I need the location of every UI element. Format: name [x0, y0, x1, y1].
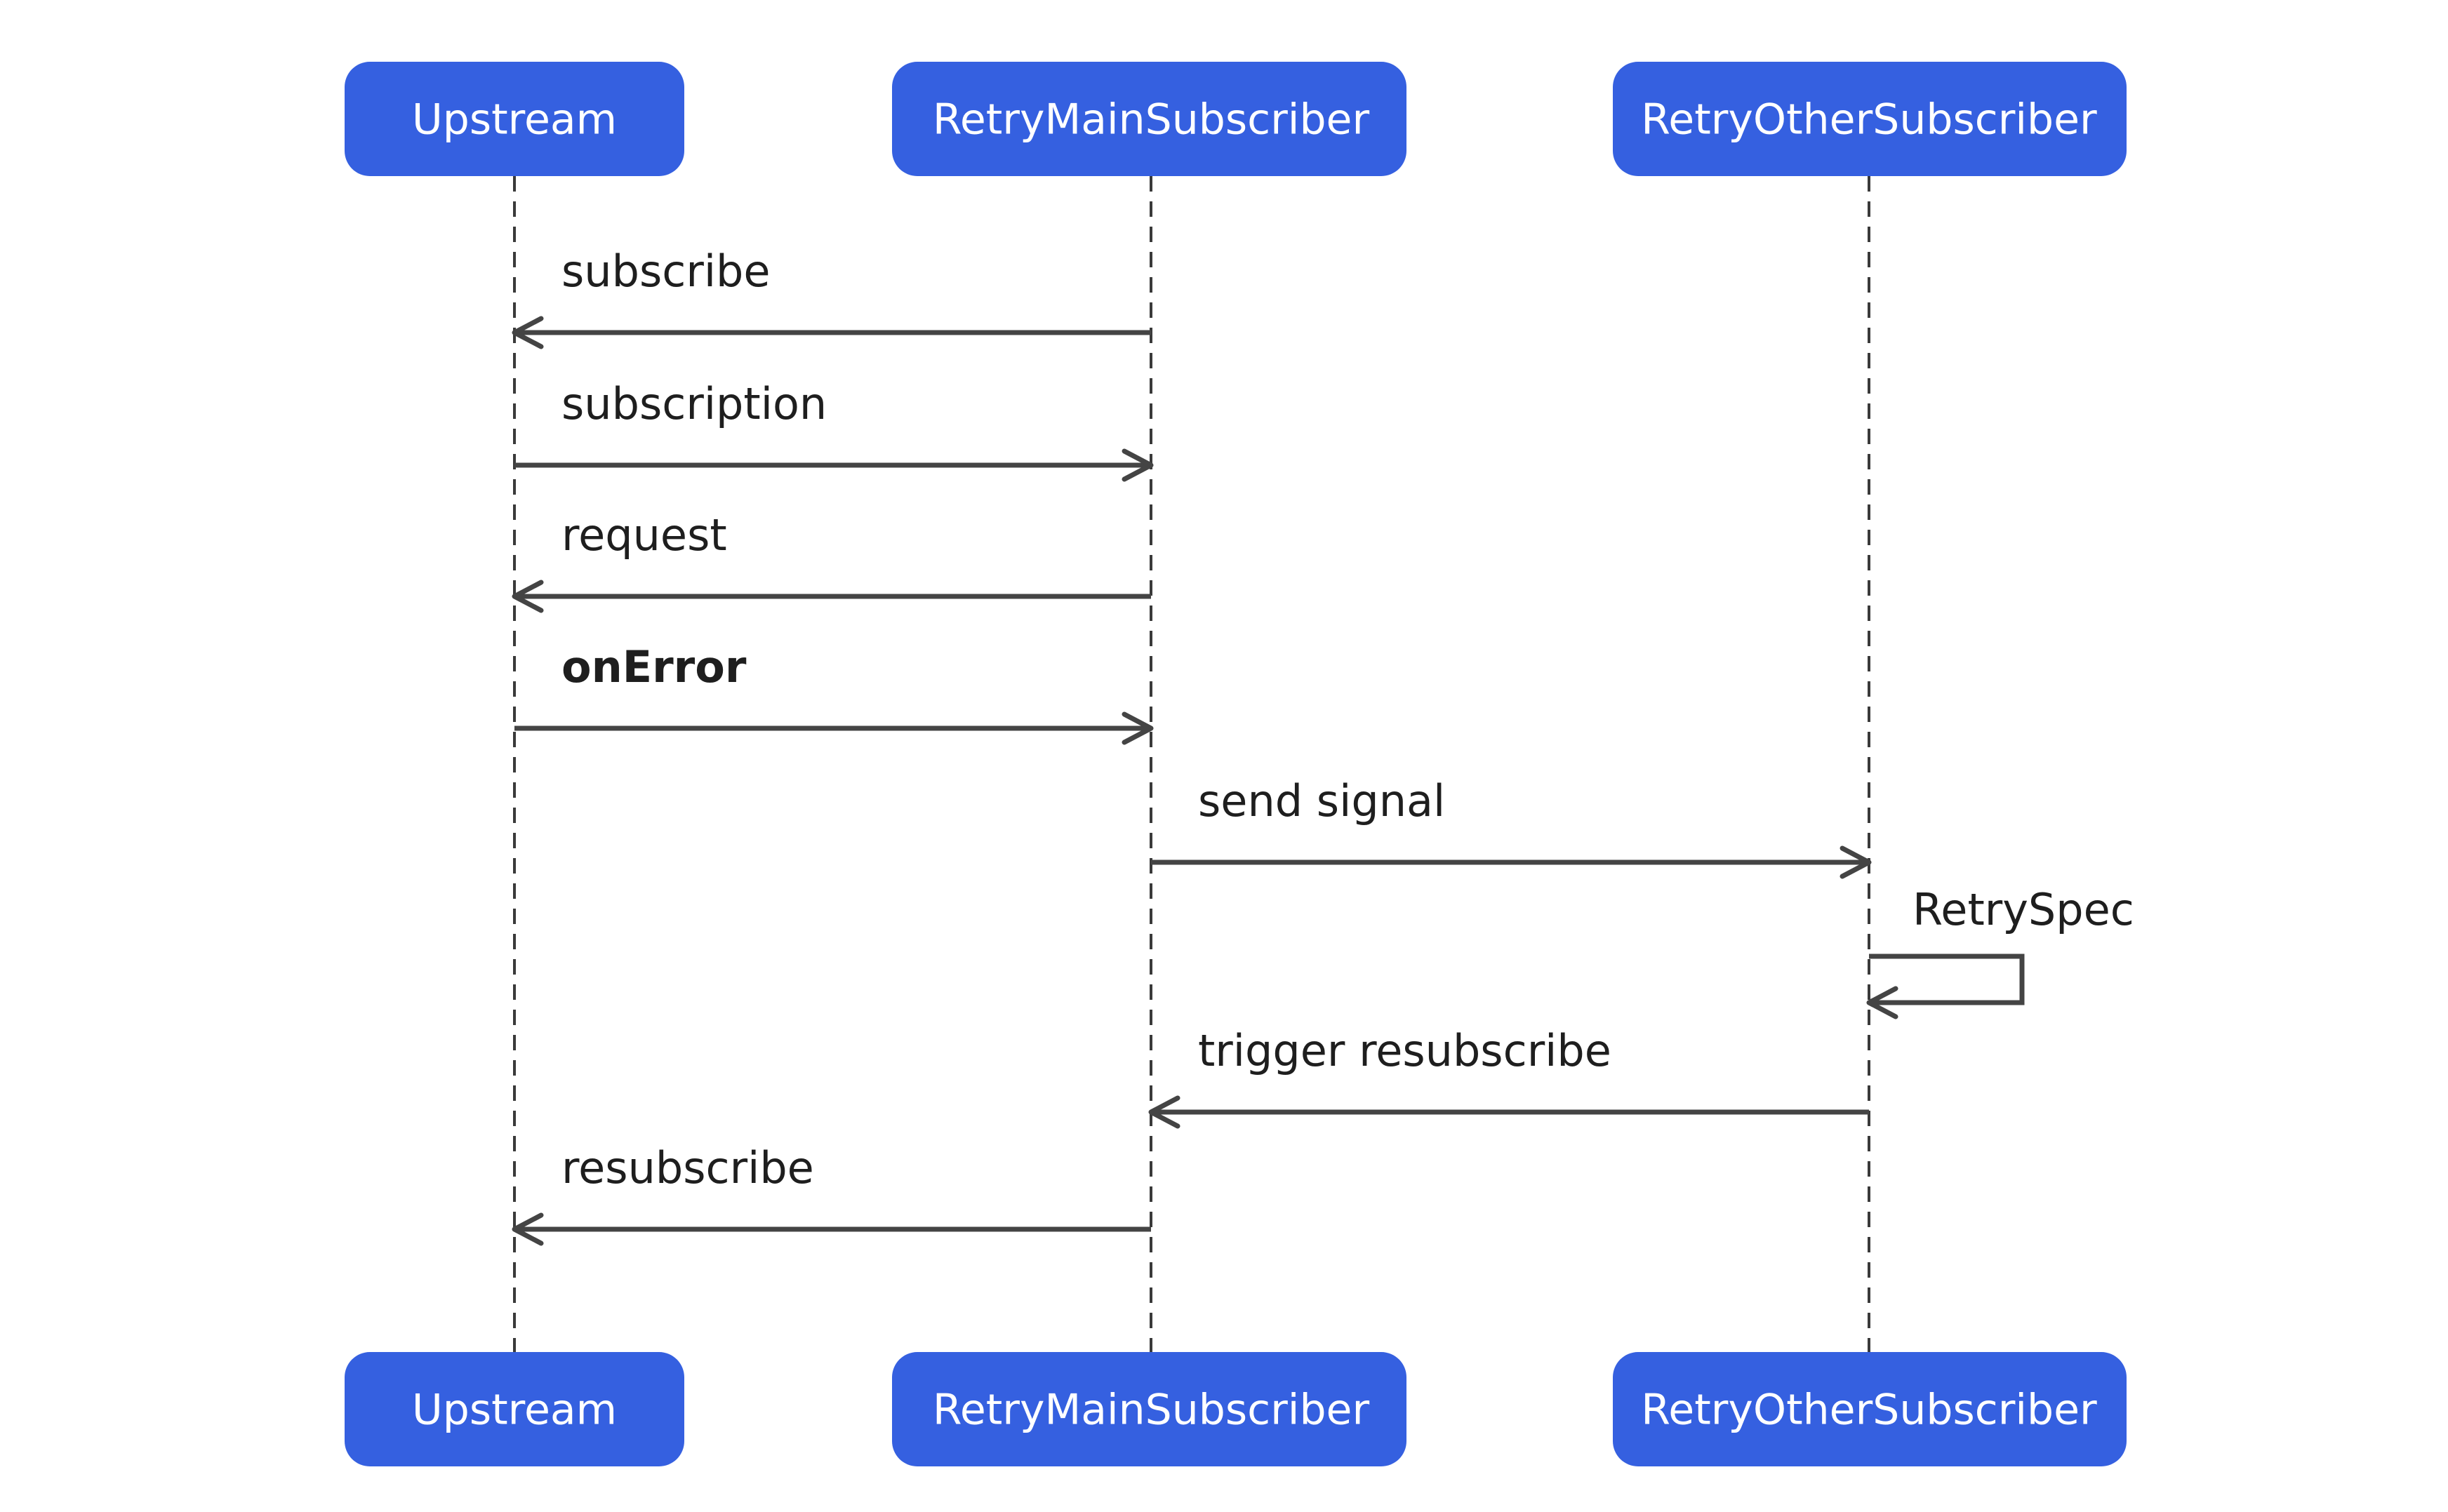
actor-label: RetryMainSubscriber: [933, 95, 1370, 145]
actor-box: [345, 62, 684, 176]
actor-label: RetryOtherSubscriber: [1641, 95, 2097, 145]
arrow-head: [1122, 711, 1154, 745]
message-1: subscription: [514, 378, 1154, 482]
message-7: resubscribe: [512, 1142, 1151, 1246]
actor-box: [892, 62, 1406, 176]
actor-label: Upstream: [412, 95, 617, 145]
message-label: request: [561, 509, 727, 561]
message-line: [1869, 954, 2025, 1005]
messages: subscribe subscription request onError send …: [512, 246, 2134, 1246]
message-0: subscribe: [512, 246, 1151, 349]
message-5: RetrySpec: [1866, 884, 2134, 1019]
arrow-head: [512, 316, 544, 349]
message-3: onError: [514, 641, 1154, 745]
arrow-head: [1840, 845, 1872, 879]
message-4: send signal: [1151, 775, 1872, 879]
actor-box: [1613, 62, 2127, 176]
message-label: subscription: [561, 378, 827, 429]
actor-bottom-main: RetryMainSubscriber: [892, 1352, 1406, 1466]
message-label: RetrySpec: [1912, 884, 2134, 935]
message-label: trigger resubscribe: [1198, 1025, 1611, 1076]
actor-label: Upstream: [412, 1386, 617, 1435]
arrow-head: [1122, 448, 1154, 482]
message-label: subscribe: [561, 246, 771, 297]
actors-bottom: Upstream RetryMainSubscriber RetryOtherSub…: [345, 1352, 2127, 1466]
arrow-head: [1148, 1095, 1180, 1129]
message-label: onError: [561, 641, 747, 693]
actor-box: [345, 1352, 684, 1466]
actor-top-main: RetryMainSubscriber: [892, 62, 1406, 176]
arrow-head: [1866, 986, 1898, 1019]
actors-top: Upstream RetryMainSubscriber RetryOtherSub…: [345, 62, 2127, 176]
actor-top-upstream: Upstream: [345, 62, 684, 176]
message-6: trigger resubscribe: [1148, 1025, 1869, 1129]
actor-top-other: RetryOtherSubscriber: [1613, 62, 2127, 176]
message-label: resubscribe: [561, 1142, 814, 1193]
actor-bottom-other: RetryOtherSubscriber: [1613, 1352, 2127, 1466]
message-label: send signal: [1198, 775, 1445, 827]
actor-box: [1613, 1352, 2127, 1466]
actor-label: RetryMainSubscriber: [933, 1386, 1370, 1435]
arrow-head: [512, 580, 544, 613]
lifelines: [513, 176, 1870, 1352]
actor-label: RetryOtherSubscriber: [1641, 1386, 2097, 1435]
actor-bottom-upstream: Upstream: [345, 1352, 684, 1466]
message-2: request: [512, 509, 1151, 613]
arrow-head: [512, 1212, 544, 1246]
actor-box: [892, 1352, 1406, 1466]
